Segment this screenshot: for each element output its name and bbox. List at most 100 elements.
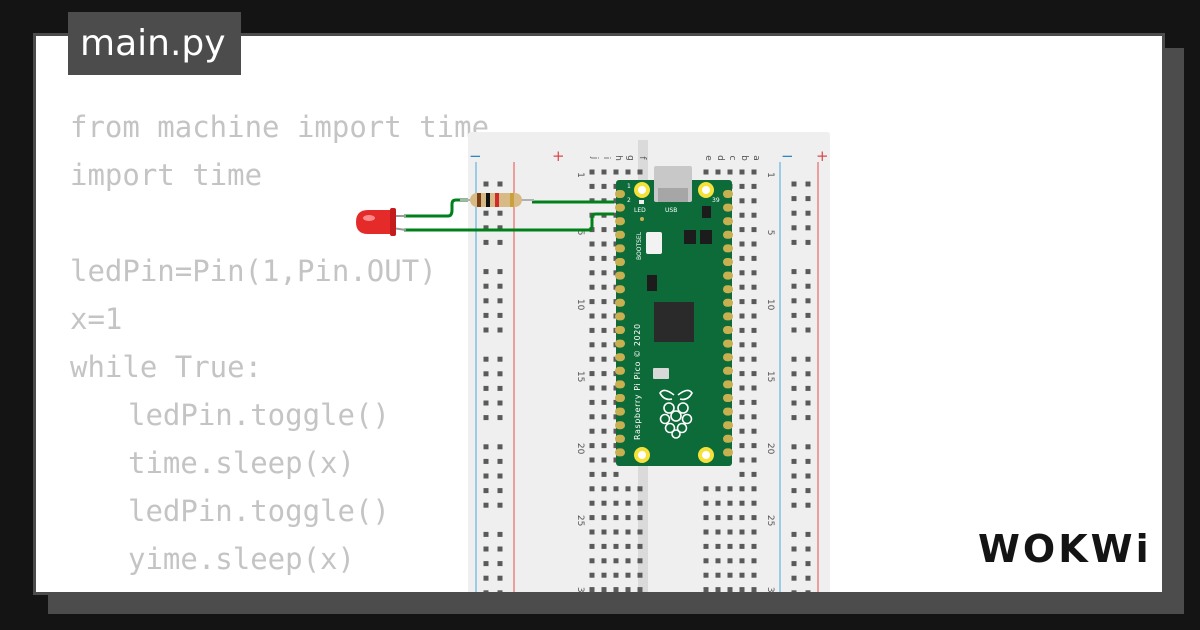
breadboard-hole[interactable] xyxy=(791,269,797,275)
breadboard-hole[interactable] xyxy=(739,428,745,434)
breadboard-hole[interactable] xyxy=(637,529,643,535)
breadboard-hole[interactable] xyxy=(751,471,757,477)
breadboard-hole[interactable] xyxy=(751,529,757,535)
breadboard-hole[interactable] xyxy=(601,255,607,261)
breadboard-hole[interactable] xyxy=(589,270,595,276)
breadboard-hole[interactable] xyxy=(601,428,607,434)
breadboard-hole[interactable] xyxy=(791,546,797,552)
breadboard-hole[interactable] xyxy=(727,529,733,535)
breadboard-hole[interactable] xyxy=(791,239,797,245)
breadboard-hole[interactable] xyxy=(637,500,643,506)
breadboard-hole[interactable] xyxy=(497,473,503,479)
breadboard-hole[interactable] xyxy=(791,356,797,362)
pico-pin-right[interactable] xyxy=(723,230,733,239)
breadboard-hole[interactable] xyxy=(791,473,797,479)
breadboard-hole[interactable] xyxy=(497,239,503,245)
breadboard-hole[interactable] xyxy=(703,543,709,549)
breadboard-hole[interactable] xyxy=(483,502,489,508)
breadboard-hole[interactable] xyxy=(739,241,745,247)
breadboard-hole[interactable] xyxy=(497,590,503,595)
breadboard-hole[interactable] xyxy=(601,356,607,362)
breadboard-hole[interactable] xyxy=(497,458,503,464)
breadboard-hole[interactable] xyxy=(727,515,733,521)
pico-pin-right[interactable] xyxy=(723,434,733,443)
pico-pin-left[interactable] xyxy=(615,203,625,212)
pico-pin-right[interactable] xyxy=(723,258,733,266)
breadboard-hole[interactable] xyxy=(625,500,631,506)
breadboard-hole[interactable] xyxy=(739,529,745,535)
breadboard-hole[interactable] xyxy=(727,543,733,549)
breadboard-hole[interactable] xyxy=(601,543,607,549)
breadboard-hole[interactable] xyxy=(589,428,595,434)
breadboard-hole[interactable] xyxy=(497,371,503,377)
breadboard-hole[interactable] xyxy=(739,543,745,549)
breadboard-hole[interactable] xyxy=(715,587,721,592)
breadboard-hole[interactable] xyxy=(805,312,811,318)
breadboard-hole[interactable] xyxy=(625,169,631,175)
breadboard-hole[interactable] xyxy=(497,181,503,187)
breadboard-hole[interactable] xyxy=(739,227,745,233)
breadboard-hole[interactable] xyxy=(497,444,503,450)
breadboard-hole[interactable] xyxy=(601,414,607,420)
pico-pin-right[interactable] xyxy=(723,421,733,430)
breadboard-hole[interactable] xyxy=(589,572,595,578)
breadboard-hole[interactable] xyxy=(739,500,745,506)
breadboard-hole[interactable] xyxy=(791,371,797,377)
breadboard-hole[interactable] xyxy=(601,500,607,506)
breadboard-hole[interactable] xyxy=(805,458,811,464)
breadboard-hole[interactable] xyxy=(625,515,631,521)
breadboard-hole[interactable] xyxy=(739,572,745,578)
breadboard-hole[interactable] xyxy=(751,558,757,564)
breadboard-hole[interactable] xyxy=(625,587,631,592)
breadboard-hole[interactable] xyxy=(601,399,607,405)
breadboard-hole[interactable] xyxy=(791,561,797,567)
breadboard-hole[interactable] xyxy=(805,488,811,494)
breadboard-hole[interactable] xyxy=(601,457,607,463)
breadboard-hole[interactable] xyxy=(739,356,745,362)
breadboard-hole[interactable] xyxy=(483,590,489,595)
pico-pin-left[interactable] xyxy=(615,339,625,348)
breadboard-hole[interactable] xyxy=(497,488,503,494)
breadboard-hole[interactable] xyxy=(601,587,607,592)
pico-pin-right[interactable] xyxy=(723,326,733,334)
breadboard-hole[interactable] xyxy=(739,198,745,204)
breadboard-hole[interactable] xyxy=(751,385,757,391)
breadboard-hole[interactable] xyxy=(483,269,489,275)
breadboard-hole[interactable] xyxy=(637,515,643,521)
filename-tab[interactable]: main.py xyxy=(68,12,241,75)
breadboard-hole[interactable] xyxy=(497,327,503,333)
breadboard-hole[interactable] xyxy=(805,225,811,231)
breadboard-hole[interactable] xyxy=(483,531,489,537)
breadboard-hole[interactable] xyxy=(601,529,607,535)
pico-pin-right[interactable] xyxy=(723,366,733,375)
breadboard-hole[interactable] xyxy=(715,529,721,535)
breadboard-hole[interactable] xyxy=(483,312,489,318)
breadboard-hole[interactable] xyxy=(589,327,595,333)
breadboard-hole[interactable] xyxy=(613,169,619,175)
breadboard-hole[interactable] xyxy=(739,471,745,477)
breadboard-hole[interactable] xyxy=(483,415,489,421)
breadboard-hole[interactable] xyxy=(601,169,607,175)
breadboard-hole[interactable] xyxy=(727,558,733,564)
breadboard-hole[interactable] xyxy=(589,342,595,348)
pico-pin-right[interactable] xyxy=(723,244,733,253)
breadboard-hole[interactable] xyxy=(805,502,811,508)
breadboard-hole[interactable] xyxy=(751,212,757,218)
breadboard-hole[interactable] xyxy=(791,502,797,508)
breadboard-hole[interactable] xyxy=(483,488,489,494)
pico-pin-left[interactable] xyxy=(615,421,625,430)
pico-pin-right[interactable] xyxy=(723,271,733,280)
breadboard-hole[interactable] xyxy=(715,543,721,549)
breadboard-hole[interactable] xyxy=(497,561,503,567)
breadboard-hole[interactable] xyxy=(589,515,595,521)
breadboard-hole[interactable] xyxy=(791,327,797,333)
breadboard-hole[interactable] xyxy=(739,486,745,492)
breadboard-hole[interactable] xyxy=(805,473,811,479)
pico-pin-right[interactable] xyxy=(723,203,733,212)
breadboard-hole[interactable] xyxy=(751,255,757,261)
pico-pin-left[interactable] xyxy=(615,190,625,198)
breadboard-hole[interactable] xyxy=(497,546,503,552)
breadboard-hole[interactable] xyxy=(805,239,811,245)
pico-pin-right[interactable] xyxy=(723,448,733,457)
breadboard-hole[interactable] xyxy=(751,270,757,276)
